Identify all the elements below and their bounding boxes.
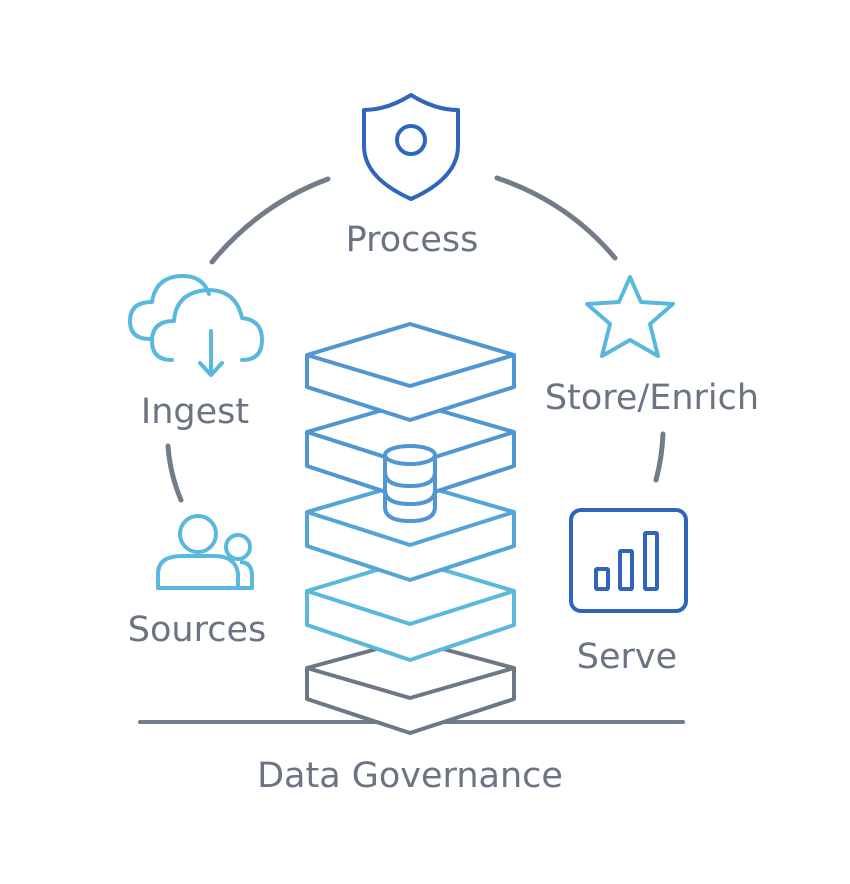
cycle-arc — [165, 175, 666, 503]
cloud-download-icon — [128, 274, 264, 377]
process-label: Process — [346, 220, 479, 260]
layer-stack — [305, 322, 516, 735]
database-icon — [383, 444, 437, 524]
serve-label: Serve — [577, 637, 677, 677]
arc-store-to-serve — [653, 431, 666, 483]
star-icon — [585, 275, 675, 358]
arc-process-to-store — [494, 175, 618, 261]
stack-layer-4 — [305, 558, 516, 662]
bar-chart-icon — [569, 508, 688, 613]
shield-icon — [362, 93, 460, 201]
data-governance-label: Data Governance — [257, 756, 563, 796]
store-enrich-label: Store/Enrich — [545, 378, 759, 418]
ingest-label: Ingest — [141, 392, 249, 432]
stack-top-layer — [305, 322, 516, 422]
arc-ingest-to-sources — [165, 443, 184, 503]
sources-label: Sources — [128, 610, 266, 650]
arc-ingest-to-process — [209, 176, 331, 265]
users-icon — [156, 514, 254, 590]
